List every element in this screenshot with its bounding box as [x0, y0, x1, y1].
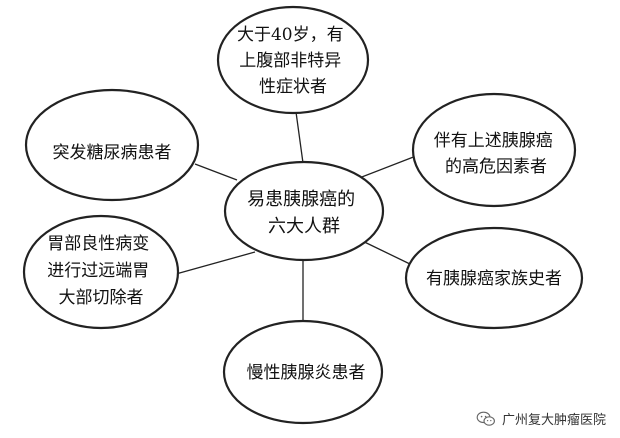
svg-text:胃部良性病变 进行过远端胃 大部切除: 胃部良性病变 进行过远端胃 大部切除者 — [47, 234, 154, 308]
connector-age-over-40 — [295, 111, 304, 164]
connector-sudden-diabetes — [194, 163, 238, 181]
node-sudden-diabetes: 突发糖尿病患者 — [24, 88, 200, 202]
node-high-risk-factors: 伴有上述胰腺癌 的高危因素者 — [411, 92, 577, 208]
svg-text:有胰腺癌家族史者: 有胰腺癌家族史者 — [426, 269, 562, 289]
wechat-icon — [476, 411, 495, 426]
svg-text:易患胰腺癌的 六大人群: 易患胰腺癌的 六大人群 — [247, 189, 361, 237]
node-family-history: 有胰腺癌家族史者 — [404, 226, 584, 330]
svg-text:大于40岁，有 上腹部非特异 性症状: 大于40岁，有 上腹部非特异 性症状者 — [237, 25, 349, 97]
svg-text:慢性胰腺炎患者: 慢性胰腺炎患者 — [247, 362, 366, 383]
node-center: 易患胰腺癌的 六大人群 — [223, 160, 385, 262]
watermark: 广州复大肿瘤医院 — [476, 409, 606, 428]
node-chronic-pancreatitis: 慢性胰腺炎患者 — [222, 319, 384, 425]
node-age-over-40: 大于40岁，有 上腹部非特异 性症状者 — [216, 5, 370, 115]
watermark-text: 广州复大肿瘤医院 — [501, 413, 606, 428]
svg-text:伴有上述胰腺癌 的高危因素者: 伴有上述胰腺癌 的高危因素者 — [434, 131, 558, 177]
svg-text:突发糖尿病患者: 突发糖尿病患者 — [53, 143, 172, 163]
node-gastrectomy: 胃部良性病变 进行过远端胃 大部切除者 — [22, 214, 180, 330]
connector-high-risk-factors — [353, 155, 417, 181]
